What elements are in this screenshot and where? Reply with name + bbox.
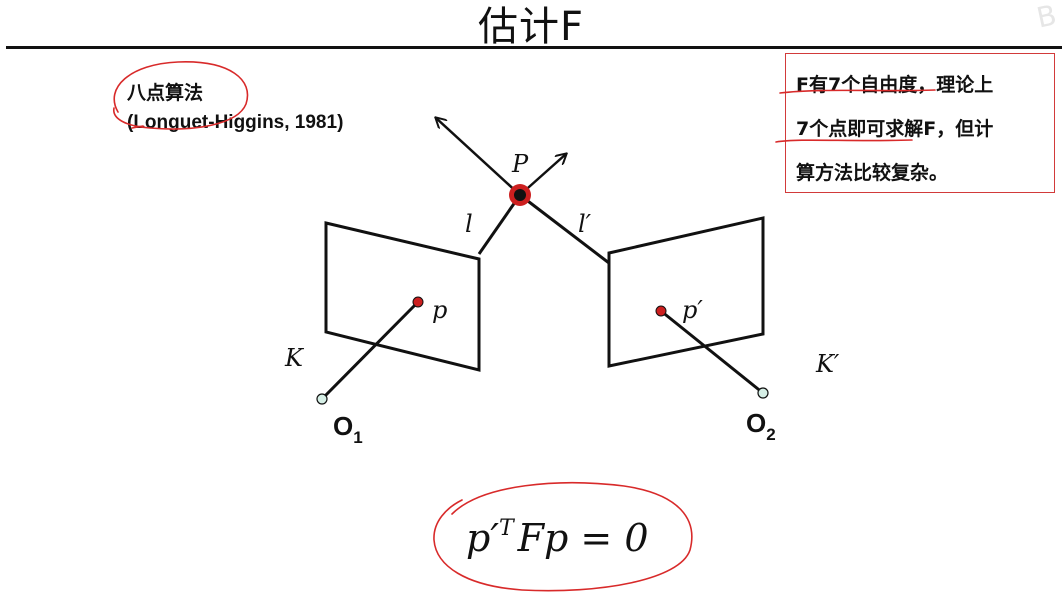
left-ray-upper	[477, 194, 522, 255]
right-image-point-label: p′	[682, 296, 703, 324]
left-image-point	[412, 296, 424, 308]
left-camera-matrix-label: K	[284, 344, 305, 372]
right-ray-lower	[660, 309, 764, 395]
left-epipolar-line-label: l	[465, 210, 473, 238]
note-line: 算方法比较复杂。	[796, 162, 949, 184]
right-epipolar-line-label: l′	[578, 210, 592, 238]
right-image-point	[655, 305, 667, 317]
world-point-core	[514, 189, 526, 201]
note-underline-2	[775, 139, 913, 143]
note-underline-1	[779, 89, 936, 94]
left-image-plane	[324, 221, 481, 372]
left-ray-lower	[320, 300, 420, 401]
right-camera-center	[757, 387, 769, 399]
title-divider	[6, 46, 1062, 49]
method-tick-annotation	[131, 125, 144, 129]
left-camera-center	[316, 393, 328, 405]
right-camera-matrix-label: K′	[815, 350, 840, 378]
equation-circle-annotation	[433, 482, 693, 592]
slide-title: 估计F	[477, 4, 584, 50]
method-circle-annotation	[113, 61, 249, 130]
left-ray-extension-arrow	[436, 118, 521, 196]
note-line: 7个点即可求解F，但计	[796, 118, 994, 140]
method-name: 八点算法	[127, 83, 204, 104]
left-image-point-label: p	[432, 296, 447, 324]
right-center-label: O2	[746, 408, 776, 444]
right-image-plane	[607, 216, 765, 368]
left-center-label: O1	[333, 411, 363, 447]
method-citation: (Longuet-Higgins, 1981)	[127, 112, 344, 133]
world-point-label: P	[511, 150, 529, 178]
right-ray-upper	[519, 193, 610, 265]
